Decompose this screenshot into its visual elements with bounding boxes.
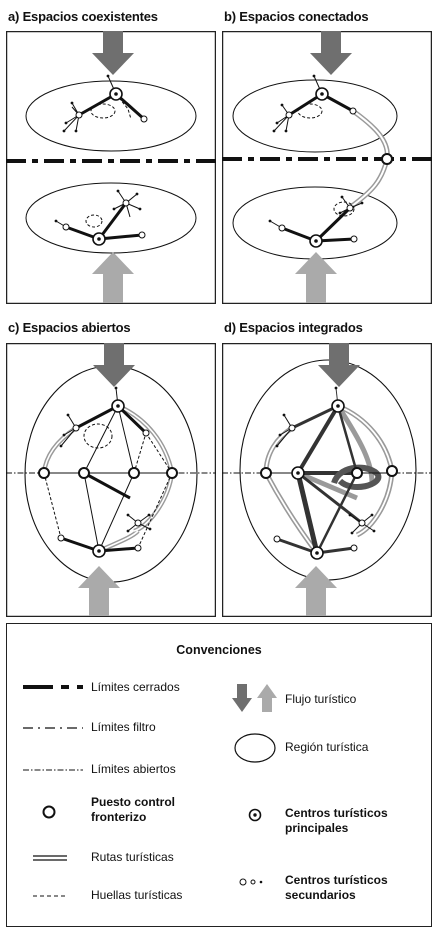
legend-label-tourist-flow: Flujo turístico [285,692,357,706]
tourist-flow-arrow-up [92,252,134,303]
secondary-center-symbol [239,878,263,886]
border-control-symbol [42,805,56,819]
main-center-south [92,544,106,558]
tourist-flow-arrow-down [92,31,134,75]
border-control-post [381,153,393,165]
panel-a-diagram [6,31,216,304]
tourist-flow-arrow-up [78,566,120,616]
tourist-trail-symbol [33,895,67,897]
main-center-south [92,232,106,246]
panel-c-diagram [6,343,216,617]
main-center-south [310,546,324,560]
tourist-region-north [232,79,398,153]
tourist-region-south [232,186,398,260]
tourist-flow-arrow-up [295,566,337,616]
legend-title: Convenciones [176,643,262,657]
legend: Convenciones Límites cerrados Límites fi… [6,623,432,927]
main-center-north [109,87,123,101]
main-center-south [309,234,323,248]
tourist-region-symbol [234,733,276,763]
panel-d-title: d) Espacios integrados [224,320,363,335]
panel-a-title: a) Espacios coexistentes [8,9,158,24]
border-control-posts [260,465,398,479]
legend-label-tourist-routes: Rutas turísticas [91,850,174,864]
filter-boundary-symbol [23,727,83,729]
tourist-flow-arrow-up [295,252,337,303]
tourist-route-symbol [33,855,67,861]
panel-c-title: c) Espacios abiertos [8,320,131,335]
legend-label-closed-boundary: Límites cerrados [91,680,180,694]
main-center-north [331,399,345,413]
open-boundary-symbol [23,769,83,771]
border-control-posts [38,467,178,479]
main-center-integrated [291,466,305,480]
main-center-north [111,399,125,413]
panel-b-diagram [222,31,432,304]
closed-boundary-symbol [23,685,83,689]
main-center-symbol [248,808,262,822]
tourist-flow-arrow-down [310,31,352,75]
tourist-region-south [25,182,197,254]
legend-label-main-centers: Centros turísticos principales [285,806,388,835]
panel-b-title: b) Espacios conectados [224,9,369,24]
legend-label-filter-boundary: Límites filtro [91,720,156,734]
legend-label-tourist-region: Región turística [285,740,369,754]
main-center-north [315,87,329,101]
tourist-flow-arrow-down [93,343,135,387]
panel-d-diagram [222,343,432,617]
legend-label-border-control: Puesto control fronterizo [91,795,176,824]
legend-label-tourist-trails: Huellas turísticas [91,888,183,902]
tourist-flow-arrow-down [318,343,360,387]
legend-label-secondary-centers: Centros turísticos secundarios [285,873,388,902]
tourist-flow-symbol [232,684,277,712]
tourist-region-north [25,80,197,152]
legend-label-open-boundary: Límites abiertos [91,762,176,776]
